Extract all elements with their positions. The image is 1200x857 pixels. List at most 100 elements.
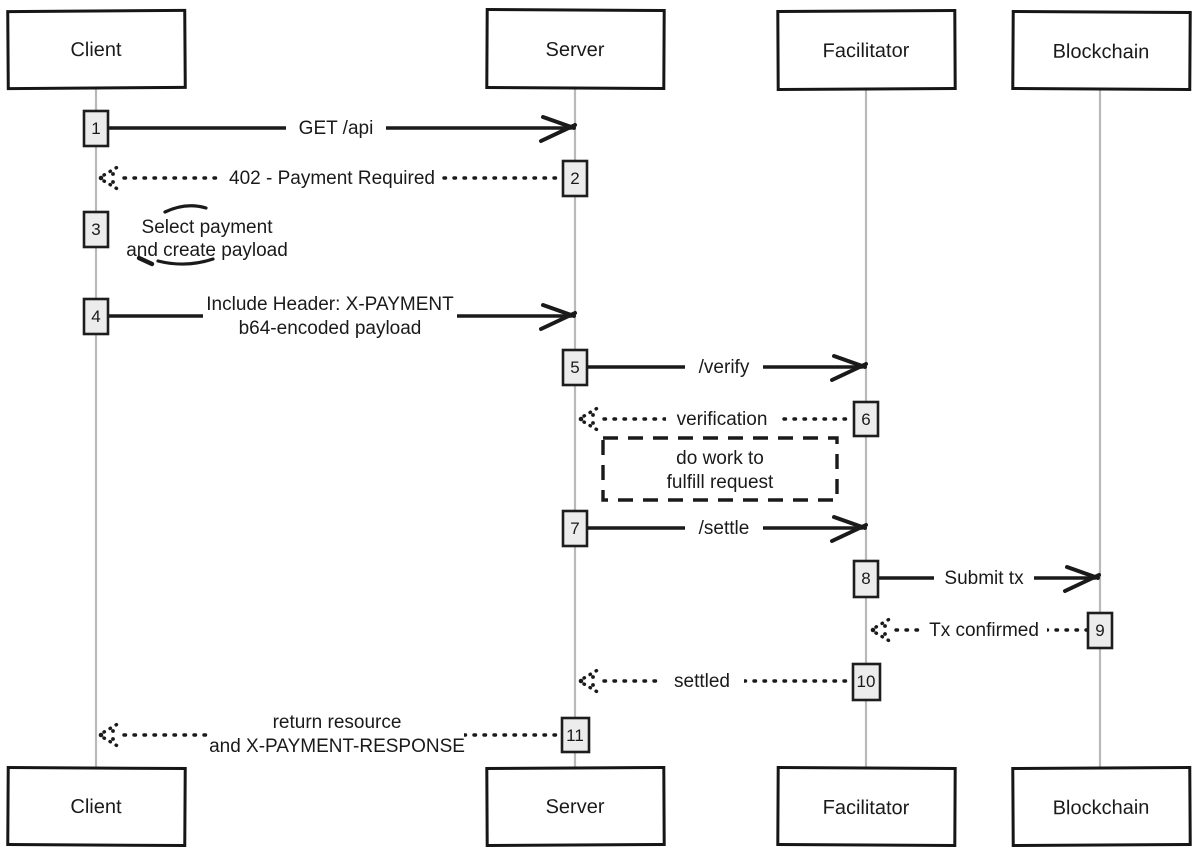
message-7: /settle bbox=[585, 514, 868, 543]
actor-rect-client-bottom bbox=[6, 765, 187, 848]
message-9-arrowhead bbox=[883, 632, 887, 636]
message-6-arrowhead bbox=[591, 413, 595, 417]
message-6-arrowhead bbox=[578, 416, 584, 422]
message-4-label-line-2: b64-encoded payload bbox=[239, 318, 422, 339]
actor-box-facilitator-top: Facilitator bbox=[776, 9, 957, 91]
message-6-label-bg bbox=[666, 405, 778, 433]
message-2-arrowhead bbox=[111, 180, 115, 184]
message-1-label: GET /api bbox=[299, 118, 374, 139]
message-11-label-line-1: return resource bbox=[273, 712, 402, 733]
message-3-self: Select payment and create payload bbox=[126, 204, 288, 267]
actor-label-client-top: Client bbox=[70, 39, 122, 61]
actor-rect-blockchain-top bbox=[1011, 9, 1192, 92]
activation-4-box bbox=[82, 297, 110, 336]
actor-label-blockchain-top: Blockchain bbox=[1053, 41, 1150, 64]
actor-box-client-top: Client bbox=[6, 8, 187, 91]
message-9-arrowhead bbox=[870, 627, 876, 633]
activation-6-box bbox=[852, 400, 880, 438]
message-8-arrowhead bbox=[1063, 573, 1101, 593]
message-6-label: verification bbox=[677, 409, 768, 430]
message-9-arrowhead bbox=[883, 624, 887, 628]
message-2-label-bg bbox=[222, 164, 442, 192]
activation-10: 10 bbox=[851, 662, 882, 702]
message-8-label-bg bbox=[934, 564, 1034, 592]
actor-box-blockchain-bottom: Blockchain bbox=[1011, 765, 1192, 848]
message-2-arrowhead bbox=[111, 172, 115, 176]
message-11: return resource and X-PAYMENT-RESPONSE bbox=[98, 709, 565, 760]
message-5-label: /verify bbox=[699, 357, 750, 378]
message-3-loop-arc-top bbox=[163, 204, 208, 214]
activation-2: 2 bbox=[561, 159, 589, 198]
actor-rect-blockchain-bottom bbox=[1011, 765, 1192, 848]
actor-rect-server-top bbox=[485, 8, 666, 90]
message-3-loop-arc-bottom bbox=[156, 257, 215, 266]
message-10-label-bg bbox=[660, 667, 744, 695]
message-11-label-bg bbox=[210, 709, 464, 760]
activation-3-box bbox=[82, 210, 110, 249]
message-5-arrowhead bbox=[830, 362, 868, 382]
note-text-line-2: fulfill request bbox=[667, 472, 774, 493]
message-9: Tx confirmed bbox=[870, 615, 1089, 645]
actor-rect-facilitator-top bbox=[776, 9, 957, 91]
message-11-arrowhead bbox=[111, 729, 115, 733]
actor-label-server-bottom: Server bbox=[545, 796, 604, 818]
activation-1-box bbox=[82, 109, 110, 148]
message-1-label-bg bbox=[286, 114, 386, 142]
message-3-label-line-1: Select payment bbox=[142, 217, 274, 238]
activation-3: 3 bbox=[82, 210, 110, 249]
actor-label-facilitator-bottom: Facilitator bbox=[823, 797, 910, 819]
message-10-arrowhead bbox=[578, 678, 584, 684]
message-7-arrowhead bbox=[830, 523, 868, 543]
message-11-arrowhead bbox=[98, 732, 104, 738]
activation-5-box bbox=[561, 348, 589, 387]
activation-11: 11 bbox=[560, 716, 591, 754]
activation-6: 6 bbox=[852, 400, 880, 438]
message-10-arrowhead bbox=[591, 675, 595, 679]
actor-box-client-bottom: Client bbox=[6, 765, 187, 848]
actor-rect-server-bottom bbox=[485, 766, 666, 847]
actor-box-facilitator-bottom: Facilitator bbox=[776, 766, 957, 847]
message-2-label: 402 - Payment Required bbox=[229, 168, 435, 189]
activation-7-box bbox=[561, 509, 589, 548]
activation-2-box bbox=[561, 159, 589, 198]
activation-4-number: 4 bbox=[91, 307, 100, 326]
activation-6-number: 6 bbox=[861, 410, 870, 429]
message-10-arrowhead bbox=[591, 683, 595, 687]
activation-8: 8 bbox=[852, 559, 880, 599]
message-4-label-line-1: Include Header: X-PAYMENT bbox=[206, 294, 454, 315]
activation-1: 1 bbox=[82, 109, 110, 148]
message-11-arrowhead bbox=[111, 737, 115, 741]
activation-1-number: 1 bbox=[91, 119, 100, 138]
message-7-label-bg bbox=[685, 514, 763, 542]
message-10-label: settled bbox=[674, 671, 730, 692]
message-4: Include Header: X-PAYMENT b64-encoded pa… bbox=[106, 291, 577, 342]
message-9-label: Tx confirmed bbox=[929, 620, 1039, 641]
message-5: /verify bbox=[585, 353, 868, 382]
activation-5: 5 bbox=[561, 348, 589, 387]
message-2-arrowhead bbox=[98, 175, 104, 181]
activation-2-number: 2 bbox=[570, 169, 579, 188]
actor-label-client-bottom: Client bbox=[70, 796, 122, 818]
actor-rect-client-top bbox=[6, 8, 187, 91]
message-6-arrowhead bbox=[591, 421, 595, 425]
message-5-label-bg bbox=[685, 353, 763, 381]
activation-8-box bbox=[852, 559, 880, 599]
message-11-label-line-2: and X-PAYMENT-RESPONSE bbox=[209, 736, 465, 757]
actor-rect-facilitator-bottom bbox=[776, 766, 957, 847]
note-box bbox=[601, 436, 839, 502]
message-10: settled bbox=[578, 666, 856, 696]
message-4-label-bg bbox=[203, 291, 457, 342]
activation-10-number: 10 bbox=[857, 672, 876, 691]
actor-label-server-top: Server bbox=[545, 39, 604, 61]
activation-9: 9 bbox=[1086, 611, 1114, 650]
actor-box-server-bottom: Server bbox=[485, 766, 666, 847]
actor-label-facilitator-top: Facilitator bbox=[823, 40, 910, 62]
activation-8-number: 8 bbox=[861, 569, 870, 588]
note-do-work: do work to fulfill request bbox=[601, 436, 839, 502]
activation-4: 4 bbox=[82, 297, 110, 336]
message-2: 402 - Payment Required bbox=[98, 163, 565, 193]
actor-box-server-top: Server bbox=[485, 8, 666, 90]
message-7-label: /settle bbox=[699, 518, 750, 539]
